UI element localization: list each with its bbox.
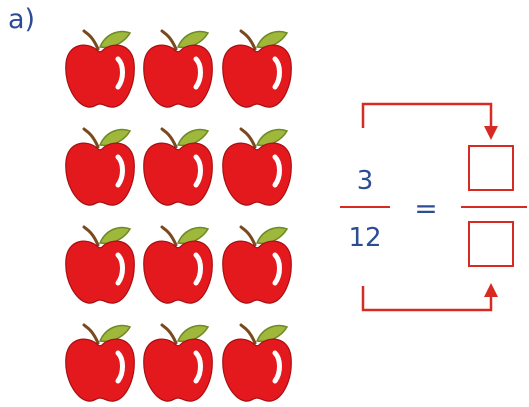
arrows-and-lines — [340, 102, 527, 312]
given-denominator: 12 — [348, 223, 382, 253]
bottom-arrow-head — [484, 283, 498, 297]
apple-icon — [62, 321, 140, 403]
apple-icon — [219, 223, 297, 305]
apple-icon — [140, 125, 218, 207]
apple-grid — [62, 27, 292, 402]
top-arrow-head — [484, 126, 498, 140]
exercise-label: a) — [8, 4, 36, 35]
apple-icon — [140, 27, 218, 109]
apple-icon — [140, 321, 218, 403]
given-numerator: 3 — [356, 166, 374, 196]
top-arrow-line — [361, 102, 493, 128]
answer-denominator-box[interactable] — [468, 221, 514, 267]
apple-icon — [219, 321, 297, 403]
apple-icon — [219, 27, 297, 109]
apple-icon — [219, 125, 297, 207]
apple-icon — [62, 125, 140, 207]
answer-numerator-box[interactable] — [468, 145, 514, 191]
bottom-arrow-line — [361, 286, 493, 312]
fraction-equation: 3 12 = — [325, 0, 529, 397]
apple-icon — [62, 27, 140, 109]
equals-sign: = — [414, 192, 438, 225]
apple-icon — [62, 223, 140, 305]
apple-icon — [140, 223, 218, 305]
